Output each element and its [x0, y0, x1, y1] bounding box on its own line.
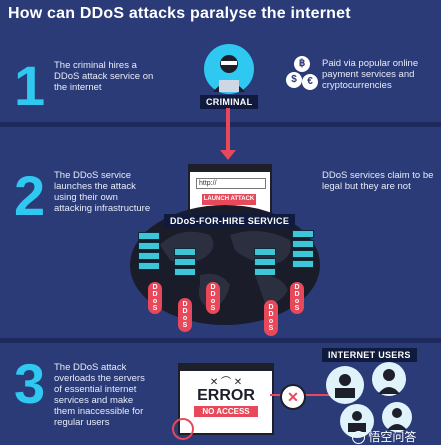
- sad-face-icon: ✕ ⌒ ✕: [209, 377, 243, 388]
- no-access-badge: NO ACCESS: [194, 406, 258, 417]
- server-unit: [254, 258, 276, 266]
- ddos-service-label: DDoS-FOR-HIRE SERVICE: [164, 214, 296, 228]
- step-3-text: The DDoS attack overloads the servers of…: [54, 362, 145, 428]
- payment-icons: ฿ $ €: [286, 56, 320, 96]
- step-3-number: 3: [14, 352, 46, 415]
- server-unit: [138, 242, 160, 250]
- ddos-bomb: DDoS: [178, 298, 192, 332]
- step-2-text: The DDoS service launches the attack usi…: [54, 170, 151, 214]
- error-titlebar: [180, 365, 272, 371]
- user-laptop-icon: [326, 366, 364, 404]
- block-x-icon: ✕: [280, 384, 306, 410]
- server-rack-mid-right: [254, 248, 276, 278]
- crosshair-icon: [172, 418, 194, 440]
- server-unit: [254, 248, 276, 256]
- browser-titlebar: [190, 166, 270, 172]
- server-unit: [138, 252, 160, 260]
- page-title: How can DDoS attacks paralyse the intern…: [8, 5, 351, 22]
- ddos-bomb: DDoS: [148, 282, 162, 314]
- launch-attack-button: LAUNCH ATTACK: [202, 194, 256, 205]
- error-title: ERROR: [197, 387, 255, 404]
- browser-url-text: http://: [199, 180, 217, 187]
- dollar-icon: $: [286, 72, 302, 88]
- step-1-text: The criminal hires a DDoS attack service…: [54, 60, 154, 93]
- section-divider-1: [0, 122, 441, 127]
- criminal-label: CRIMINAL: [200, 95, 259, 109]
- criminal-icon: [204, 44, 254, 94]
- server-rack-mid-left: [174, 248, 196, 278]
- server-unit: [174, 258, 196, 266]
- user-icon: [372, 362, 406, 396]
- watermark-text: 悟空问答: [368, 430, 417, 444]
- section-divider-2: [0, 338, 441, 343]
- server-rack-right: [292, 230, 314, 270]
- bitcoin-icon: ฿: [294, 56, 310, 72]
- ddos-bomb: DDoS: [290, 282, 304, 314]
- server-unit: [292, 260, 314, 268]
- server-unit: [138, 262, 160, 270]
- watermark: 悟空问答: [352, 428, 416, 445]
- server-unit: [138, 232, 160, 240]
- arrow-down-icon: [220, 150, 236, 160]
- internet-users-label: INTERNET USERS: [322, 348, 417, 362]
- server-unit: [254, 268, 276, 276]
- step-2-legal-text: DDoS services claim to be legal but they…: [322, 170, 434, 192]
- ddos-bomb: DDoS: [264, 300, 278, 336]
- browser-url-bar: http://: [196, 178, 266, 189]
- euro-icon: €: [302, 74, 318, 90]
- arrow-shaft: [226, 108, 230, 152]
- server-unit: [174, 248, 196, 256]
- server-rack-left: [138, 232, 160, 272]
- step-2-number: 2: [14, 164, 46, 227]
- server-unit: [174, 268, 196, 276]
- user-icon: [382, 402, 412, 432]
- ddos-bomb: DDoS: [206, 282, 220, 314]
- error-window: ✕ ⌒ ✕ ERROR NO ACCESS: [178, 363, 274, 435]
- server-unit: [292, 250, 314, 258]
- step-1-number: 1: [14, 54, 46, 117]
- watermark-logo-icon: [352, 431, 365, 445]
- server-unit: [292, 240, 314, 248]
- step-1-payment-text: Paid via popular online payment services…: [322, 58, 419, 91]
- server-unit: [292, 230, 314, 238]
